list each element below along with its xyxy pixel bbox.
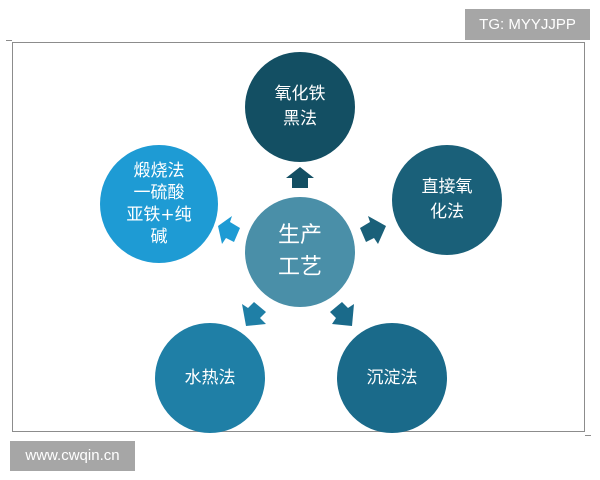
- arrow-to-left: [218, 216, 240, 244]
- node-precipitation: 沉淀法: [337, 323, 447, 433]
- node-label-line: 亚铁+纯: [126, 205, 192, 225]
- watermark-tg: TG: MYYJJPP: [465, 9, 590, 40]
- watermark-url: www.cwqin.cn: [10, 441, 135, 471]
- center-node-production-process: 生产 工艺: [245, 197, 355, 307]
- node-label-line: 碱: [150, 227, 168, 247]
- diagram-frame: [12, 42, 585, 432]
- center-label-line: 工艺: [277, 255, 322, 280]
- node-label-line: 一硫酸: [133, 183, 185, 203]
- node-hydrothermal: 水热法: [155, 323, 265, 433]
- node-oxide-black: 氧化铁 黑法: [245, 52, 355, 162]
- node-direct-oxidation: 直接氧 化法: [392, 145, 502, 255]
- arrow-to-bottom-left: [242, 302, 266, 326]
- node-label-line: 水热法: [184, 367, 236, 388]
- arrow-to-bottom-right: [330, 302, 354, 326]
- node-calcination: 煅烧法 一硫酸 亚铁+纯 碱: [100, 145, 218, 263]
- node-label-line: 煅烧法: [133, 161, 185, 181]
- node-label-line: 化法: [430, 202, 464, 222]
- node-label-line: 氧化铁: [274, 84, 326, 104]
- frame-corner-mark: [585, 429, 591, 436]
- arrow-to-right: [360, 216, 386, 244]
- arrow-to-top: [286, 167, 314, 188]
- node-label-line: 直接氧: [421, 177, 473, 197]
- node-label-line: 黑法: [283, 109, 317, 129]
- center-label-line: 生产: [277, 223, 322, 248]
- frame-corner-mark: [6, 40, 12, 47]
- node-label-line: 沉淀法: [366, 367, 418, 388]
